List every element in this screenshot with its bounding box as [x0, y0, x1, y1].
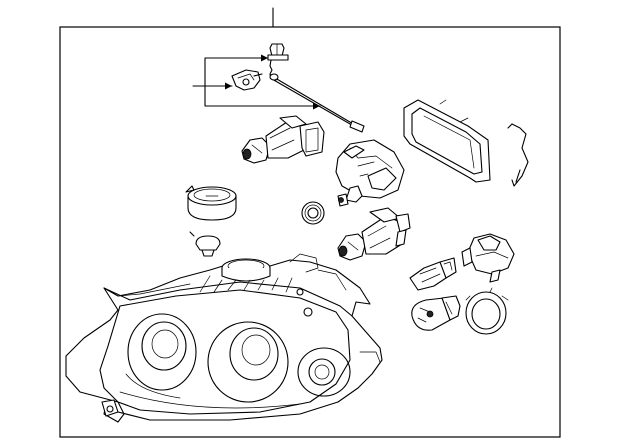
twist-socket-right — [461, 233, 515, 283]
parts-frame — [59, 26, 561, 438]
bracket-clip — [231, 69, 263, 91]
bulb-socket — [335, 139, 405, 207]
callout-bracket — [192, 54, 321, 110]
h7-bulb-high — [337, 207, 411, 261]
signal-bulb — [411, 295, 461, 331]
socket-ring — [465, 287, 509, 335]
wire-clip — [507, 123, 529, 187]
h7-bulb-low — [241, 115, 325, 164]
grommet-washer — [301, 201, 325, 225]
lamp-cover-gasket — [403, 99, 491, 183]
headlamp-assembly — [65, 253, 383, 423]
wedge-bulb — [409, 257, 457, 291]
adjuster-rod — [269, 73, 365, 133]
cap-cover — [185, 185, 237, 221]
plug — [189, 231, 221, 257]
screw — [267, 43, 289, 81]
